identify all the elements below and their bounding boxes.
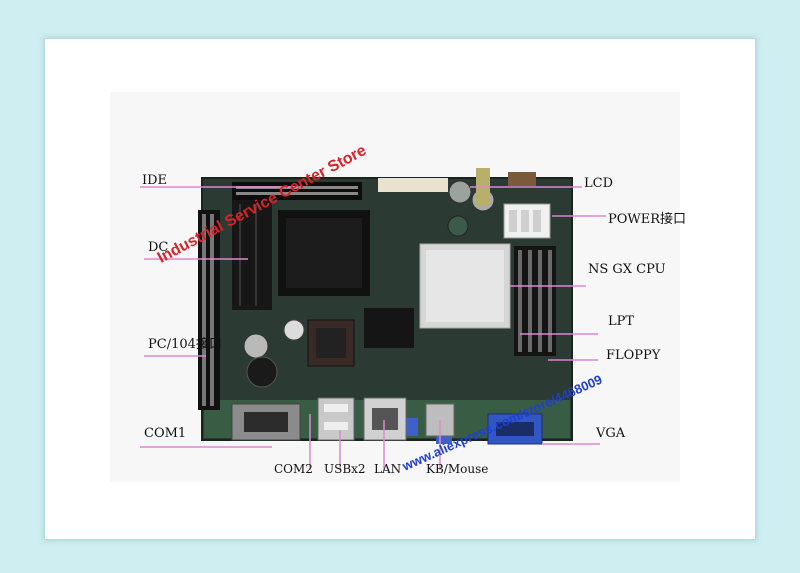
label-lpt: LPT xyxy=(608,314,635,329)
lcd-connector xyxy=(378,178,448,192)
label-usb: USBx2 xyxy=(324,462,366,476)
label-kb-mouse: KB/Mouse xyxy=(426,462,489,476)
label-com2: COM2 xyxy=(274,462,313,476)
label-power: POWER接口 xyxy=(608,212,687,227)
label-pc104: PC/104接口 xyxy=(148,337,222,352)
label-dc: DC xyxy=(148,240,169,255)
label-lcd: LCD xyxy=(584,176,614,191)
label-vga: VGA xyxy=(596,426,626,441)
label-ide: IDE xyxy=(142,173,168,188)
label-ns-gx-cpu: NS GX CPU xyxy=(588,262,666,277)
label-floppy: FLOPPY xyxy=(606,348,661,363)
label-lan: LAN xyxy=(374,462,402,476)
label-com1: COM1 xyxy=(144,426,187,441)
pointer-lines xyxy=(140,186,606,470)
